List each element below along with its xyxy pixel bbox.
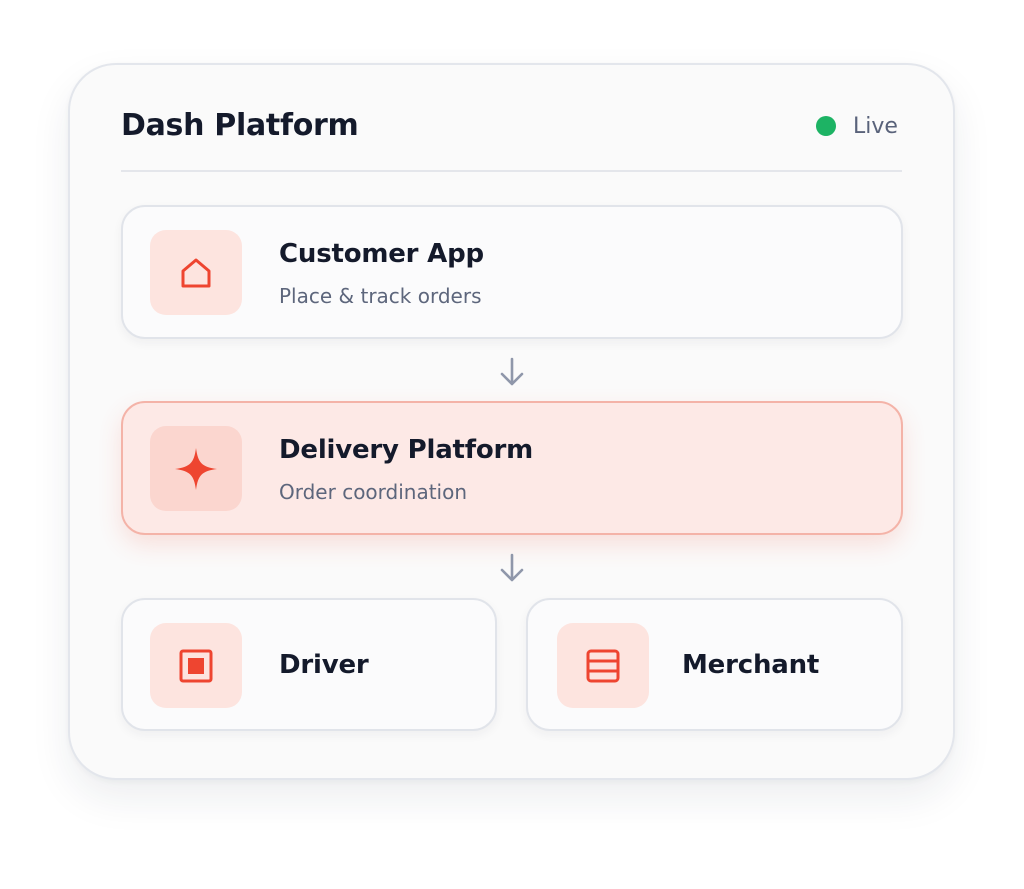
driver-card[interactable]: Driver [121,598,497,731]
merchant-icon-box [557,623,649,708]
delivery-platform-title: Delivery Platform [279,435,534,465]
driver-icon-box [150,623,242,708]
merchant-card[interactable]: Merchant [526,598,903,731]
status-dot-icon [816,116,836,136]
platform-icon-box [150,426,242,511]
arrow-down-icon [500,357,524,386]
status-indicator: Live [816,110,898,142]
driver-title: Driver [279,650,369,680]
page-title: Dash Platform [121,108,359,143]
home-icon [181,258,211,287]
customer-app-title: Customer App [279,239,484,269]
customer-icon-box [150,230,242,315]
sparkle-icon [175,447,217,490]
customer-app-card[interactable]: Customer App Place & track orders [121,205,903,339]
header-divider [121,170,902,172]
delivery-platform-subtitle: Order coordination [279,480,468,504]
merchant-title: Merchant [682,650,820,680]
delivery-platform-card[interactable]: Delivery Platform Order coordination [121,401,903,535]
square-icon [179,649,213,682]
customer-app-subtitle: Place & track orders [279,284,482,308]
status-label: Live [853,113,898,139]
list-icon [586,649,620,682]
arrow-down-icon [500,553,524,582]
